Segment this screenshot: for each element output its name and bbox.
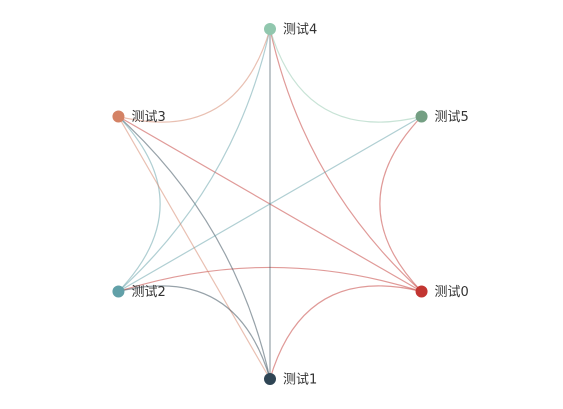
edge-3-4 — [118, 28, 271, 123]
edge-2-5 — [118, 115, 422, 293]
node-0-dot[interactable] — [415, 285, 428, 298]
edge-3-1 — [117, 116, 271, 380]
node-3-label: 测试3 — [131, 110, 165, 125]
node-1-label: 测试1 — [283, 373, 317, 388]
edge-2-3 — [118, 116, 161, 292]
node-4-label: 测试4 — [283, 23, 317, 38]
edges-layer — [117, 28, 422, 380]
node-3-dot[interactable] — [112, 110, 125, 123]
node-3[interactable]: 测试3 — [112, 110, 166, 125]
node-5-label: 测试5 — [435, 110, 469, 125]
node-0-label: 测试0 — [435, 285, 469, 300]
node-5[interactable]: 测试5 — [415, 110, 469, 125]
node-4[interactable]: 测试4 — [264, 23, 317, 38]
node-2-label: 测试2 — [131, 285, 165, 300]
nodes-layer: 测试0 测试1 测试2 测试3 测试4 测试5 — [112, 23, 469, 388]
edge-0-1 — [269, 285, 422, 380]
edge-4-5 — [269, 28, 422, 123]
node-2-dot[interactable] — [112, 285, 125, 298]
edge-2-4 — [118, 28, 271, 292]
node-5-dot[interactable] — [415, 110, 428, 123]
node-4-dot[interactable] — [264, 23, 276, 35]
edge-1-2 — [118, 285, 271, 380]
edge-0-5 — [379, 116, 422, 292]
node-1-dot[interactable] — [264, 373, 276, 385]
node-0[interactable]: 测试0 — [415, 285, 469, 300]
node-2[interactable]: 测试2 — [112, 285, 166, 300]
node-1[interactable]: 测试1 — [264, 373, 317, 388]
